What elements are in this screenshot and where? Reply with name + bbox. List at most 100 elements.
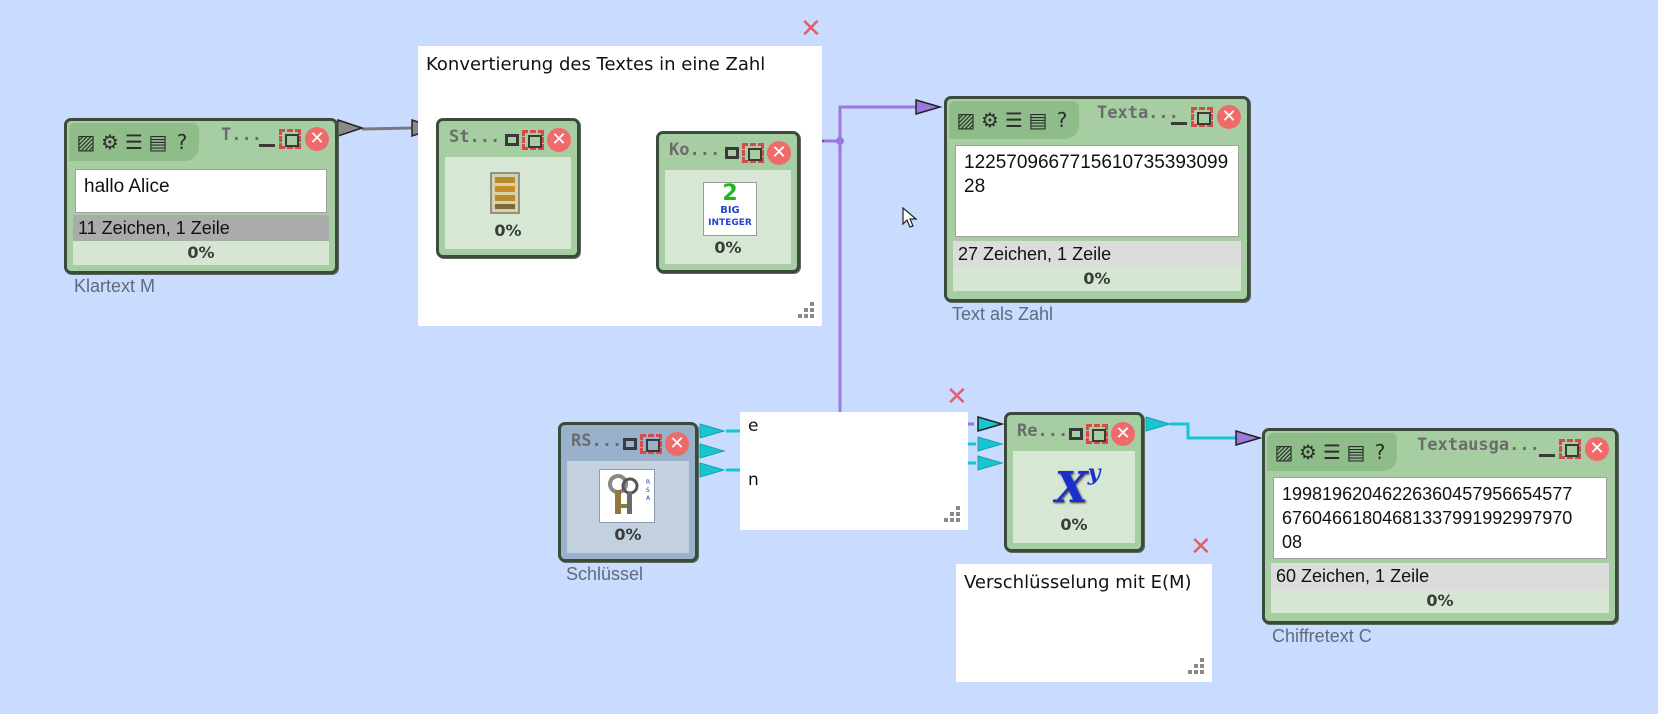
image-icon[interactable]: ▨ <box>76 130 96 154</box>
modpow-title[interactable]: Re... <box>1017 421 1069 441</box>
note-keys[interactable]: e n <box>740 412 968 530</box>
input-arrow-textzahl <box>915 99 943 115</box>
image-icon[interactable]: ▨ <box>1274 440 1294 464</box>
minimize-icon[interactable] <box>259 143 275 147</box>
rsakeys-title[interactable]: RS... <box>571 431 623 451</box>
biginteger-progress: 0% <box>714 238 742 257</box>
connector-plaintext-to-codec <box>361 126 413 131</box>
note-keys-line2: n <box>748 470 759 490</box>
plaintext-title[interactable]: T... <box>221 125 262 145</box>
close-icon[interactable]: ✕ <box>1111 422 1135 446</box>
maximize-icon[interactable] <box>1086 424 1108 444</box>
plaintext-status: 11 Zeichen, 1 Zeile <box>73 215 329 241</box>
maximize-icon[interactable] <box>522 130 544 150</box>
close-icon[interactable]: ✕ <box>1585 437 1609 461</box>
textzahl-line1: 1225709667715610735393099 <box>964 152 1229 173</box>
note-conversion-text: Konvertierung des Textes in eine Zahl <box>426 54 766 75</box>
connector-modpow-to-cipher <box>1170 422 1236 440</box>
textzahl-component[interactable]: ▨ ⚙ ☰ ▤ ? Texta... ✕ 1225709667715610735… <box>944 96 1250 302</box>
ciphertext-toolbar: ▨ ⚙ ☰ ▤ ? <box>1267 433 1397 471</box>
restore-icon[interactable] <box>1069 428 1083 440</box>
note-encryption-close-icon[interactable]: ✕ <box>1190 532 1212 562</box>
ciphertext-progress: 0% <box>1271 589 1609 613</box>
help-icon[interactable]: ? <box>1056 108 1068 132</box>
ciphertext-component[interactable]: ▨ ⚙ ☰ ▤ ? Textausga... ✕ 199819620462263… <box>1262 428 1618 624</box>
textzahl-progress: 0% <box>953 267 1241 291</box>
ciphertext-output[interactable]: 19981962046226360457956654577 6760466180… <box>1273 477 1607 559</box>
plaintext-component[interactable]: ▨ ⚙ ☰ ▤ ? T... ✕ hallo Alice 11 Zeichen,… <box>64 118 338 274</box>
close-icon[interactable]: ✕ <box>547 128 571 152</box>
note-conversion-close-icon[interactable]: ✕ <box>800 14 822 44</box>
rsakeys-caption: Schlüssel <box>566 564 644 584</box>
clipboard-icon[interactable]: ▤ <box>148 130 168 154</box>
help-icon[interactable]: ? <box>1374 440 1386 464</box>
resize-grip-icon[interactable] <box>798 302 814 318</box>
output-arrow-keys-e <box>699 423 726 439</box>
close-icon[interactable]: ✕ <box>305 127 329 151</box>
maximize-icon[interactable] <box>1559 439 1581 459</box>
plaintext-caption: Klartext M <box>74 276 156 296</box>
textzahl-caption: Text als Zahl <box>952 304 1054 324</box>
restore-icon[interactable] <box>725 147 739 159</box>
maximize-icon[interactable] <box>742 143 764 163</box>
stringcodec-progress: 0% <box>494 221 522 240</box>
minimize-icon[interactable] <box>1171 121 1187 125</box>
restore-icon[interactable] <box>505 134 519 146</box>
close-icon[interactable]: ✕ <box>665 432 689 456</box>
list-icon[interactable]: ☰ <box>125 130 143 154</box>
list-icon[interactable]: ☰ <box>1005 108 1023 132</box>
plaintext-progress: 0% <box>73 241 329 265</box>
input-arrow-cipher <box>1235 430 1263 446</box>
input-arrow-modpow-y <box>977 436 1004 452</box>
textzahl-output[interactable]: 1225709667715610735393099 28 <box>955 145 1239 237</box>
output-arrow-keys-d <box>699 443 726 459</box>
help-icon[interactable]: ? <box>176 130 188 154</box>
textzahl-title[interactable]: Texta... <box>1097 103 1179 123</box>
maximize-icon[interactable] <box>640 434 662 454</box>
gear-icon[interactable]: ⚙ <box>1299 440 1317 464</box>
codec-file-icon <box>490 172 520 214</box>
close-icon[interactable]: ✕ <box>1217 105 1241 129</box>
svg-text:S: S <box>646 487 650 494</box>
ciphertext-line2: 67604661804681337991992997970 <box>1282 508 1573 528</box>
textzahl-status: 27 Zeichen, 1 Zeile <box>953 241 1241 267</box>
ciphertext-caption: Chiffretext C <box>1272 626 1372 646</box>
stringcodec-title[interactable]: St... <box>449 127 501 147</box>
biginteger-component[interactable]: Ko... ✕ 2 BIG INTEGER 0% <box>656 131 800 273</box>
textzahl-toolbar: ▨ ⚙ ☰ ▤ ? <box>949 101 1079 139</box>
note-encryption[interactable]: Verschlüsselung mit E(M) <box>956 564 1212 682</box>
mouse-pointer-icon <box>902 207 918 228</box>
gear-icon[interactable]: ⚙ <box>981 108 999 132</box>
gear-icon[interactable]: ⚙ <box>101 130 119 154</box>
resize-grip-icon[interactable] <box>944 506 960 522</box>
textzahl-line2: 28 <box>964 176 986 197</box>
rsakeys-progress: 0% <box>614 525 642 544</box>
note-keys-close-icon[interactable]: ✕ <box>946 382 968 412</box>
plaintext-input[interactable]: hallo Alice <box>75 169 327 213</box>
ciphertext-title[interactable]: Textausga... <box>1417 435 1540 455</box>
input-arrow-modpow-n <box>977 455 1004 471</box>
modpow-progress: 0% <box>1060 515 1088 534</box>
note-encryption-text: Verschlüsselung mit E(M) <box>964 572 1192 593</box>
plaintext-toolbar: ▨ ⚙ ☰ ▤ ? <box>69 123 199 161</box>
modpow-component[interactable]: Re... ✕ Xy 0% <box>1004 412 1144 552</box>
minimize-icon[interactable] <box>1539 453 1555 457</box>
note-keys-line1: e <box>748 416 759 436</box>
clipboard-icon[interactable]: ▤ <box>1346 440 1366 464</box>
connector-junction <box>836 137 844 145</box>
input-arrow-modpow-x <box>977 416 1005 432</box>
biginteger-title[interactable]: Ko... <box>669 140 721 160</box>
rsakeys-component[interactable]: RS... ✕ R S A 0% <box>558 422 698 562</box>
power-icon: Xy <box>1055 460 1101 512</box>
image-icon[interactable]: ▨ <box>956 108 976 132</box>
clipboard-icon[interactable]: ▤ <box>1028 108 1048 132</box>
maximize-icon[interactable] <box>279 129 301 149</box>
maximize-icon[interactable] <box>1191 107 1213 127</box>
ciphertext-status: 60 Zeichen, 1 Zeile <box>1271 563 1609 589</box>
resize-grip-icon[interactable] <box>1188 658 1204 674</box>
stringcodec-component[interactable]: St... ✕ 0% <box>436 118 580 258</box>
list-icon[interactable]: ☰ <box>1323 440 1341 464</box>
ciphertext-line1: 19981962046226360457956654577 <box>1282 484 1573 504</box>
restore-icon[interactable] <box>623 438 637 450</box>
close-icon[interactable]: ✕ <box>767 141 791 165</box>
